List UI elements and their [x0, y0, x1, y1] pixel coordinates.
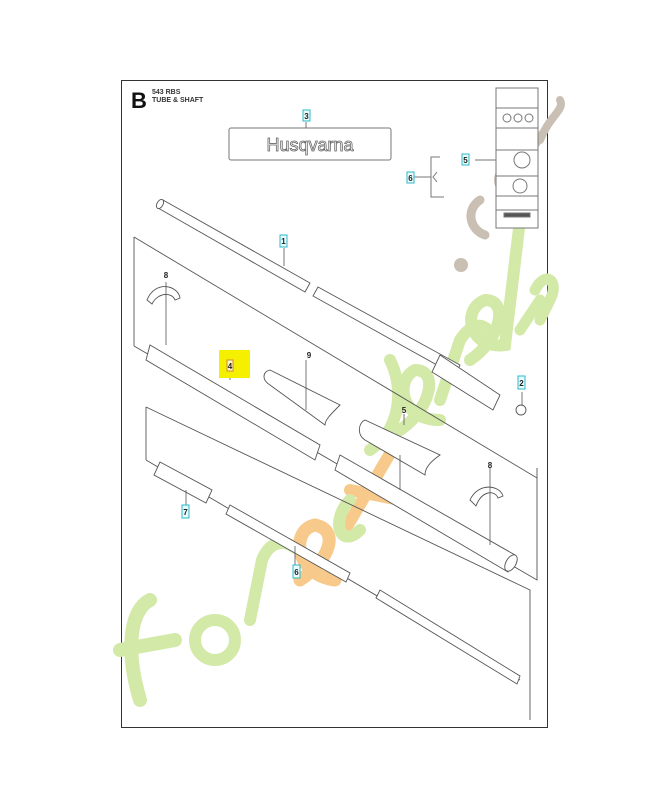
decal-logo-outline — [228, 127, 392, 161]
svg-text:3: 3 — [304, 112, 309, 121]
callout-4-highlighted[interactable]: 4 — [219, 350, 250, 378]
callout-6-top[interactable]: 6 — [406, 171, 415, 184]
callout-5[interactable]: 5 — [402, 406, 407, 415]
callout-7[interactable]: 7 — [181, 504, 190, 519]
tube-end — [504, 554, 518, 572]
husqvarna-logo: Husqvarna — [266, 135, 354, 155]
svg-text:5: 5 — [402, 406, 407, 415]
part-7-bushing — [153, 461, 213, 504]
svg-text:8: 8 — [488, 461, 493, 470]
assembly-title: TUBE & SHAFT — [152, 97, 204, 104]
svg-text:2: 2 — [519, 379, 524, 388]
warning-decal — [495, 87, 539, 229]
svg-text:6: 6 — [294, 568, 299, 577]
part-5-guard — [358, 419, 441, 476]
callout-6[interactable]: 6 — [292, 564, 301, 579]
svg-text:4: 4 — [228, 362, 233, 371]
callout-1[interactable]: 1 — [279, 234, 288, 248]
part-4-tube — [145, 344, 321, 461]
callout-2[interactable]: 2 — [517, 375, 526, 390]
drive-shaft-end — [375, 589, 521, 685]
part-8-clamp-upper — [146, 286, 181, 305]
callout-8-lower[interactable]: 8 — [488, 461, 493, 470]
part-tube-lower — [334, 454, 516, 573]
svg-text:5: 5 — [463, 156, 468, 165]
section-title: 543 RBS TUBE & SHAFT — [152, 89, 203, 105]
part-9-guard — [263, 369, 341, 426]
svg-text:9: 9 — [307, 351, 312, 360]
svg-text:1: 1 — [281, 237, 286, 246]
part-1-drive-tube — [155, 198, 501, 411]
section-letter: B — [131, 88, 147, 113]
callout-8-upper[interactable]: 8 — [164, 271, 169, 280]
svg-text:7: 7 — [183, 508, 188, 517]
part-6-shaft-section — [225, 504, 351, 583]
callout-3[interactable]: 3 — [302, 109, 311, 122]
svg-text:8: 8 — [164, 271, 169, 280]
model-name: 543 RBS — [152, 89, 181, 96]
callout-9[interactable]: 9 — [307, 351, 312, 360]
part-2-ring — [515, 404, 527, 416]
part-8-clamp-lower — [469, 486, 504, 507]
svg-text:6: 6 — [408, 174, 413, 183]
callout-5-top[interactable]: 5 — [461, 153, 470, 166]
